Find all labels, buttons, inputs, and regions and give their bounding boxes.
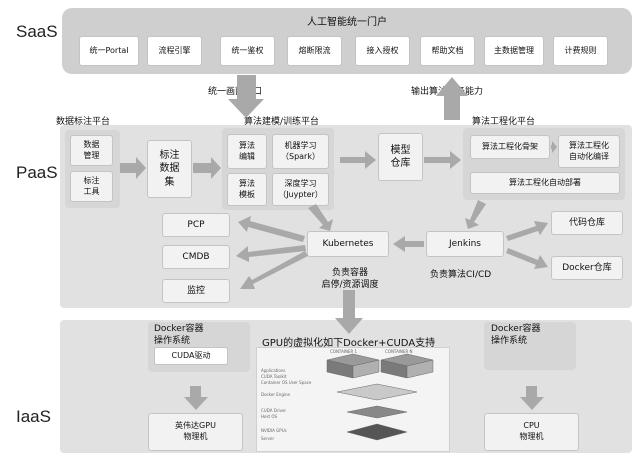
iaas-layer-label: IaaS bbox=[16, 407, 51, 426]
arrow-docker-to-gpu bbox=[184, 386, 208, 410]
ci-duty-label: 负责算法CI/CD bbox=[430, 270, 492, 280]
cpu-machine-box: CPU 物理机 bbox=[484, 413, 579, 451]
paas-layer-label: PaaS bbox=[16, 163, 58, 182]
monitor-box: 监控 bbox=[162, 279, 230, 303]
arrow-saas-to-paas bbox=[228, 75, 264, 118]
gpu-stack-diagram: CONTAINER 1 CONTAINER N Applications CUD… bbox=[256, 347, 450, 452]
algo-template-box: 算法 模板 bbox=[227, 173, 267, 206]
stack-label-container-1: CONTAINER 1 bbox=[330, 349, 358, 354]
stack-label-server: Server bbox=[261, 436, 275, 441]
container-n-cube-right bbox=[406, 359, 434, 379]
arrow-engineering-to-jenkins bbox=[465, 200, 486, 229]
left-docker-label: Docker容器 操作系统 bbox=[154, 324, 204, 347]
code-repo-box: 代码仓库 bbox=[551, 211, 623, 235]
cuda-driver-box: CUDA驱动 bbox=[154, 347, 228, 365]
arrow-skeleton-to-compile bbox=[551, 141, 557, 153]
arrow-k8s-to-monitor bbox=[240, 251, 308, 289]
docker-engine-layer bbox=[336, 383, 418, 401]
gpu-stack-illustration bbox=[326, 353, 434, 441]
arrow-paas-to-saas bbox=[436, 77, 468, 120]
gpu-virtualization-title: GPU的虚拟化如下Docker+CUDA支持 bbox=[262, 338, 436, 349]
arrow-jenkins-to-k8s bbox=[393, 236, 424, 252]
right-docker-label: Docker容器 操作系统 bbox=[491, 324, 541, 347]
saas-item-portal: 统一Portal bbox=[79, 36, 139, 66]
container-duty-label: 负责容器 启停/资源调度 bbox=[321, 268, 379, 291]
arrow-dataset-to-training bbox=[193, 157, 221, 179]
cmdb-box: CMDB bbox=[162, 245, 230, 269]
cuda-driver-layer bbox=[346, 405, 408, 419]
gpu-machine-box: 英伟达GPU 物理机 bbox=[148, 413, 243, 451]
stack-label-docker-engine: Docker Engine bbox=[261, 392, 290, 397]
auto-deploy-box: 算法工程化自动部署 bbox=[470, 172, 620, 194]
arrow-docker-to-cpu bbox=[520, 386, 544, 410]
saas-item-auth: 统一鉴权 bbox=[220, 36, 275, 66]
saas-item-billing: 计费规则 bbox=[553, 36, 608, 66]
saas-layer-label: SaaS bbox=[16, 22, 58, 41]
training-platform-label: 算法建模/训练平台 bbox=[244, 117, 320, 127]
label-dataset-box: 标注 数据 集 bbox=[147, 140, 192, 198]
model-repo-box: 模型 仓库 bbox=[378, 133, 423, 181]
engineering-platform-label: 算法工程化平台 bbox=[472, 117, 536, 127]
data-management-box: 数据 管理 bbox=[70, 135, 113, 166]
right-docker-group bbox=[484, 322, 576, 370]
stack-label-nvidia-gpus: NVIDIA GPUs bbox=[261, 428, 287, 433]
algo-edit-box: 算法 编辑 bbox=[227, 134, 267, 169]
stack-label-host-os: Host OS bbox=[261, 414, 278, 419]
label-tool-box: 标注 工具 bbox=[70, 171, 113, 202]
stack-label-cuda-toolkit: CUDA Toolkit bbox=[261, 374, 287, 379]
arrow-training-to-model bbox=[340, 151, 376, 169]
saas-title: 人工智能统一门户 bbox=[307, 17, 387, 28]
stack-label-container-os: Container OS User Space bbox=[261, 380, 312, 385]
arrow-k8s-to-iaas bbox=[335, 290, 363, 334]
arrow-k8s-to-pcp bbox=[238, 216, 305, 242]
stack-label-container-n: CONTAINER N bbox=[385, 349, 413, 354]
stack-label-cuda-driver: CUDA Driver bbox=[261, 408, 287, 413]
arrow-jenkins-to-code bbox=[506, 221, 548, 241]
auto-compile-box: 算法工程化 自动化编译 bbox=[558, 135, 620, 168]
unified-entry-label: 统一画面入口 bbox=[208, 87, 263, 97]
gpu-server-layer bbox=[346, 423, 408, 441]
ml-spark-box: 机器学习 （Spark） bbox=[272, 134, 329, 169]
dl-jupyter-box: 深度学习 （Juypter） bbox=[272, 173, 329, 206]
arrow-jenkins-to-docker bbox=[506, 248, 548, 269]
saas-item-circuit-breaker: 熔断限流 bbox=[287, 36, 342, 66]
arrow-training-to-k8s bbox=[308, 204, 333, 231]
arrow-data-to-dataset bbox=[120, 157, 146, 179]
kubernetes-box: Kubernetes bbox=[307, 231, 389, 257]
docker-repo-box: Docker仓库 bbox=[551, 256, 623, 280]
saas-item-access-grant: 接入授权 bbox=[355, 36, 410, 66]
container-1-cube-right bbox=[352, 359, 380, 379]
pcp-box: PCP bbox=[162, 213, 230, 237]
jenkins-box: Jenkins bbox=[426, 231, 504, 257]
saas-item-workflow: 流程引擎 bbox=[147, 36, 202, 66]
arrow-model-to-engineering bbox=[424, 151, 461, 169]
engineering-skeleton-box: 算法工程化骨架 bbox=[470, 135, 550, 159]
saas-item-help-docs: 帮助文档 bbox=[420, 36, 475, 66]
data-platform-label: 数据标注平台 bbox=[56, 117, 111, 127]
saas-item-master-data: 主数据管理 bbox=[484, 36, 544, 66]
arrow-k8s-to-cmdb bbox=[236, 245, 306, 262]
stack-label-applications: Applications bbox=[261, 368, 286, 373]
